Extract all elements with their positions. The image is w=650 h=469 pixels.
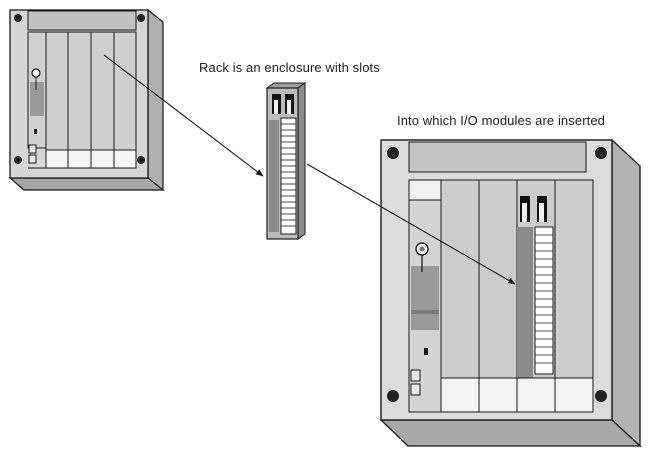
small-rack	[8, 8, 165, 192]
large-rack	[379, 138, 642, 448]
screw-icon	[14, 14, 22, 22]
slot-foot	[113, 149, 137, 169]
io-module-side	[297, 82, 306, 240]
indicator-led	[34, 129, 37, 134]
screw-icon	[387, 147, 399, 159]
slot-foot	[516, 377, 556, 413]
key-switch-icon	[419, 246, 425, 252]
slot-foot	[440, 377, 480, 413]
connector-port	[410, 369, 421, 382]
power-supply-top-cap	[408, 179, 442, 201]
large-rack-side	[611, 138, 641, 448]
connector-port	[28, 154, 37, 164]
screw-icon	[14, 156, 22, 164]
module-label-strip	[269, 120, 279, 232]
module-latch-highlight	[274, 100, 278, 114]
slot-foot	[478, 377, 518, 413]
screw-icon	[387, 390, 399, 402]
io-module	[265, 82, 307, 240]
arrow-icon	[306, 163, 516, 285]
arrow-icon	[103, 54, 264, 177]
slot-foot	[90, 149, 115, 169]
small-rack-top-bar	[27, 10, 137, 31]
indicator-led	[424, 348, 428, 355]
terminal-lines	[281, 123, 296, 227]
connector-port	[410, 383, 421, 396]
module-latch-highlight	[287, 100, 291, 114]
key-switch-icon	[31, 68, 41, 78]
slot-foot	[554, 377, 594, 413]
small-power-supply-panel	[30, 82, 44, 116]
rack-slot	[113, 31, 137, 151]
terminal-block	[280, 117, 297, 235]
power-supply-divider	[411, 310, 439, 314]
power-supply-panel	[411, 266, 439, 330]
large-rack-top-bar	[408, 141, 587, 173]
inserted-terminal-block	[534, 226, 554, 375]
rack-slot	[440, 179, 480, 379]
rack-slot	[90, 31, 115, 151]
large-rack-bottom	[379, 419, 642, 447]
rack-slot	[67, 31, 92, 151]
screw-icon	[595, 147, 607, 159]
connector-port	[28, 144, 37, 154]
caption-rack: Rack is an enclosure with slots	[199, 60, 380, 75]
screw-icon	[137, 14, 145, 22]
screw-icon	[595, 390, 607, 402]
rack-slot	[45, 31, 69, 151]
slot-foot	[67, 149, 92, 169]
inserted-terminal-lines	[535, 234, 553, 364]
module-latch-highlight	[539, 203, 544, 222]
inserted-module-strip	[517, 227, 533, 378]
slot-foot	[45, 149, 69, 169]
small-rack-side	[147, 8, 164, 192]
screw-icon	[137, 156, 145, 164]
small-rack-bottom	[8, 177, 165, 191]
rack-slot	[554, 179, 594, 379]
caption-io-modules: Into which I/O modules are inserted	[397, 113, 605, 128]
rack-slot	[478, 179, 518, 379]
module-latch-highlight	[522, 203, 527, 222]
